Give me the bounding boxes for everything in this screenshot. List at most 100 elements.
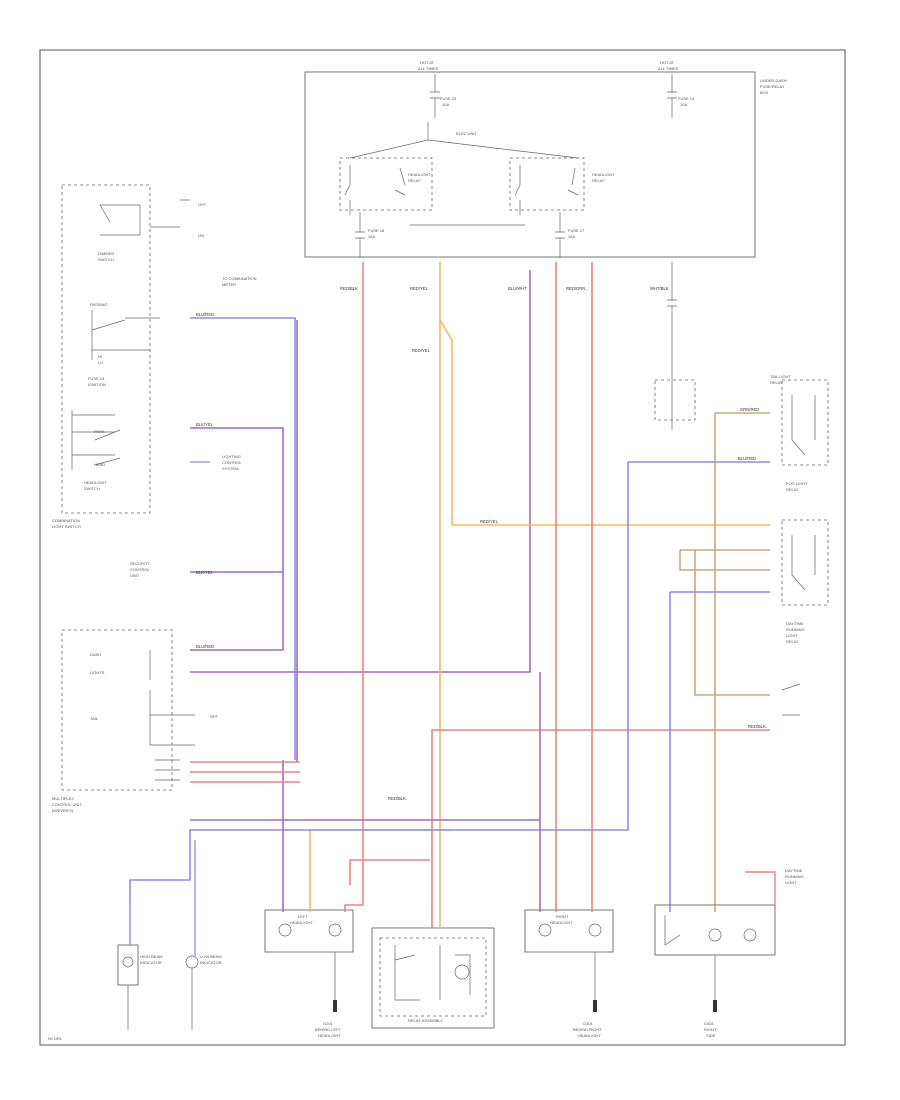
label-gnd-c-1: G401	[704, 1021, 715, 1026]
label-ujb-3: BOX	[760, 90, 769, 95]
stub-orange-relay	[309, 905, 441, 928]
label-mpcs-1: MULTIPLEX	[52, 796, 74, 801]
wire-label-org-2: RED/YEL	[412, 348, 431, 353]
mpcs-contacts	[149, 650, 195, 781]
label-fuse-2: FUSE 14	[678, 96, 695, 101]
label-hi-beam-1: HIGH BEAM	[140, 954, 162, 959]
label-fog-1: FOG LIGHT	[786, 481, 808, 486]
label-combo-2: LIGHT SWITCH	[52, 524, 81, 529]
label-drl-right-1: DAYTIME	[785, 868, 803, 873]
drl-red-link	[745, 871, 776, 905]
label-on-low: ON	[198, 233, 204, 238]
fog-relay-switch	[791, 535, 816, 591]
fuse-relay-box	[304, 71, 756, 258]
label-lo: LO	[98, 360, 103, 365]
wire-label-blu: BLU/RED	[196, 312, 214, 317]
label-other-1: LIGHTING	[222, 454, 241, 459]
label-tail-relay-2: RELAY	[770, 380, 783, 385]
drl-switch	[664, 915, 681, 946]
left-headlight-bulb-lo	[328, 923, 342, 937]
label-dimmer-1: DIMMER	[98, 251, 114, 256]
wire-tan-fog	[679, 549, 770, 696]
wire-label-blk-2: BLK/YEL	[196, 570, 214, 575]
high-beam-indicator	[117, 944, 139, 986]
label-hot-2: HOT AT	[660, 60, 675, 65]
wire-red-mpcs	[190, 761, 300, 783]
wire-violet-relay	[190, 270, 531, 673]
label-relay-asm: RELAY ASSEMBLY	[408, 1018, 443, 1023]
label-dash-lt-1: DASH	[90, 652, 101, 657]
wire-label-org: RED/YEL	[410, 286, 429, 291]
label-fuse-1b: 10A	[442, 102, 449, 107]
label-hot-1: HOT AT	[420, 60, 435, 65]
wire-blue-passing	[190, 317, 296, 760]
label-ign-1: FUSE 15	[88, 376, 105, 381]
wire-red-drl	[431, 729, 770, 905]
wire-label-wht: WHT/BLK	[650, 286, 669, 291]
label-dimmer-2: SWITCH	[98, 257, 114, 262]
relay-assembly-coil	[454, 964, 470, 980]
label-fuse-3: FUSE 18	[368, 228, 385, 233]
label-hi-beam-2: INDICATOR	[140, 960, 162, 965]
label-rhd-2: HEADLIGHT	[550, 920, 573, 925]
wire-blue-fog	[669, 591, 770, 905]
stub-red-rhd	[555, 905, 593, 912]
ground-right	[593, 1000, 597, 1012]
label-drl-1: DAYTIME	[786, 621, 804, 626]
label-gnd-r-2: BEHIND RIGHT	[573, 1027, 602, 1032]
label-tail: TAIL	[90, 716, 99, 721]
fuse-symbol-2	[667, 74, 677, 118]
label-gnd-l-1: G201	[323, 1021, 334, 1026]
label-sec-2: CONTROL	[130, 567, 150, 572]
label-off-low: OFF	[198, 202, 207, 207]
headlight-relay-right	[509, 157, 585, 211]
label-drl-2: RUNNING	[786, 627, 805, 632]
label-park: PARK	[94, 429, 105, 434]
label-other-3: SYSTEM	[222, 466, 238, 471]
label-hot-2b: ALL TIMES	[658, 66, 679, 71]
wire-label-grn: GRN/RED	[740, 407, 759, 412]
headlight-relay-left	[339, 157, 433, 211]
right-headlight-bulb-hi	[538, 923, 552, 937]
label-cm-2: METER	[222, 282, 236, 287]
label-head: HEAD	[94, 462, 105, 467]
relay-assembly-contacts	[394, 945, 471, 1001]
label-fuse-4: FUSE 17	[568, 228, 585, 233]
label-gnd-r-1: G301	[583, 1021, 594, 1026]
wire-violet-bottom	[282, 672, 541, 905]
left-headlight-bulb-hi	[278, 923, 292, 937]
label-fuse-5: 15A	[368, 234, 375, 239]
wire-violet-park	[190, 427, 284, 651]
wire-label-red-drl: RED/BLK	[748, 724, 766, 729]
label-mpcs-2: CONTROL UNIT	[52, 802, 82, 807]
label-gnd-c-2: RIGHT	[704, 1027, 717, 1032]
fuse-symbol-1	[430, 74, 440, 118]
passing-switch	[91, 310, 160, 360]
label-ujb-2: FUSE/RELAY	[760, 84, 785, 89]
high-beam-bulb	[122, 956, 134, 968]
label-cm-1: TO COMBINATION	[222, 276, 257, 281]
label-hi: HI	[98, 354, 102, 359]
wire-label-red-mid: RED/BLK	[388, 796, 406, 801]
footer-code: W/ DRL	[48, 1036, 63, 1041]
fog-light-relay	[781, 519, 829, 606]
label-fuse-2b: 10A	[680, 102, 687, 107]
relay-lower-fuse-left	[355, 212, 365, 258]
label-lo-beam-2: INDICATOR	[200, 960, 222, 965]
label-off-mid: OFF	[210, 714, 219, 719]
combination-switch	[61, 184, 151, 514]
label-lhd-1: LEFT	[298, 914, 308, 919]
label-fuse-1: FUSE 23	[440, 96, 457, 101]
page-frame	[39, 49, 846, 1046]
low-beam-bulb	[185, 955, 199, 969]
label-relay-left: HEADLIGHT	[408, 172, 431, 177]
tail-light-relay	[781, 379, 829, 466]
wire-orange-main	[439, 262, 453, 905]
right-headlight	[524, 909, 614, 953]
label-drl-right-2: RUNNING	[785, 874, 804, 879]
left-headlight	[264, 909, 354, 953]
label-light-sw-1: HEADLIGHT	[84, 480, 107, 485]
label-passing: PASSING	[90, 302, 108, 307]
stub-red-lhd	[344, 904, 363, 912]
